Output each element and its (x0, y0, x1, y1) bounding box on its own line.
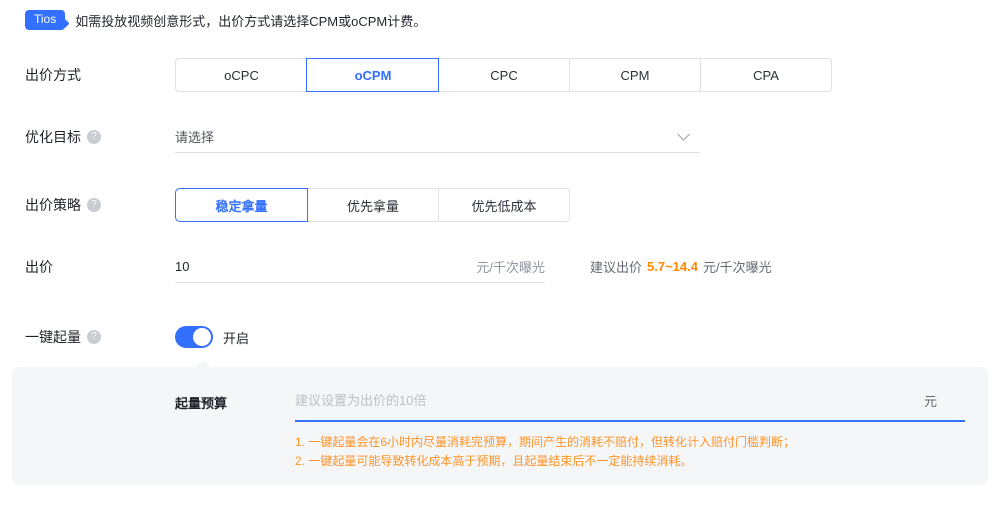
bid-label-text: 出价 (25, 258, 53, 275)
bid-input-field: 元/千次曝光 (175, 250, 545, 283)
suggest-range: 5.7~14.4 (647, 259, 698, 274)
tips-badge: Tios (25, 10, 66, 30)
boost-note-2: 2. 一键起量可能导致转化成本高于预期，且起量结束后不一定能持续消耗。 (295, 454, 693, 468)
tips-text: 如需投放视频创意形式，出价方式请选择CPM或oCPM计费。 (75, 13, 427, 29)
tab-ocpm[interactable]: oCPM (307, 59, 438, 91)
bid-strategy-options: 稳定拿量 优先拿量 优先低成本 (175, 188, 570, 222)
bid-method-label-text: 出价方式 (25, 67, 81, 83)
bid-unit: 元/千次曝光 (476, 259, 545, 275)
tab-cpa[interactable]: CPA (700, 59, 831, 91)
bid-strategy-label: 出价策略 ? (25, 188, 175, 222)
boost-budget-field: 元 (295, 381, 965, 422)
bid-strategy-label-text: 出价策略 (25, 197, 81, 213)
boost-label-text: 一键起量 (25, 329, 81, 345)
suggest-suffix: 元/千次曝光 (702, 260, 772, 275)
row-bid-strategy: 出价策略 ? 稳定拿量 优先拿量 优先低成本 (25, 188, 570, 222)
row-optimize-goal: 优化目标 ? 请选择 (25, 120, 700, 153)
suggest-prefix: 建议出价 (590, 260, 643, 275)
boost-budget-input[interactable] (295, 393, 924, 408)
help-icon[interactable]: ? (87, 330, 101, 344)
help-icon[interactable]: ? (87, 129, 101, 144)
boost-budget-unit: 元 (923, 394, 937, 409)
row-boost: 一键起量 ? 开启 (25, 326, 249, 348)
boost-budget-label: 起量预算 (175, 396, 228, 411)
optimize-goal-label: 优化目标 ? (25, 120, 175, 153)
tab-ocpc[interactable]: oCPC (224, 67, 259, 83)
row-bid: 出价 元/千次曝光 建议出价 5.7~14.4 元/千次曝光 (25, 250, 772, 283)
boost-budget-panel: 起量预算 元 1. 一键起量会在6小时内尽量消耗完预算，期间产生的消耗不赔付，但… (12, 360, 988, 485)
help-icon[interactable]: ? (87, 198, 101, 212)
boost-toggle[interactable] (175, 326, 213, 348)
option-priority-low-cost[interactable]: 优先低成本 (438, 189, 569, 221)
tab-cpc[interactable]: CPC (438, 59, 569, 91)
bid-method-tabs: oCPC oCPM CPC CPM CPA (175, 58, 832, 92)
panel-pointer (195, 360, 211, 367)
tips-banner: Tios 如需投放视频创意形式，出价方式请选择CPM或oCPM计费。 (25, 10, 426, 30)
boost-state: 开启 (223, 330, 250, 346)
optimize-goal-placeholder: 请选择 (175, 129, 215, 145)
row-bid-method: 出价方式 oCPC oCPM CPC CPM CPA (25, 58, 832, 92)
boost-label: 一键起量 ? (25, 327, 175, 347)
chevron-down-icon (677, 127, 690, 141)
tab-cpm[interactable]: CPM (569, 59, 700, 91)
optimize-goal-label-text: 优化目标 (25, 128, 81, 145)
bid-method-label: 出价方式 (25, 58, 175, 92)
option-priority-volume[interactable]: 优先拿量 (307, 189, 438, 221)
bid-suggestion: 建议出价 5.7~14.4 元/千次曝光 (590, 250, 772, 283)
bid-input[interactable] (175, 258, 477, 274)
boost-toggle-knob (193, 328, 211, 346)
option-stable-volume[interactable]: 稳定拿量 (176, 189, 307, 221)
optimize-goal-select[interactable]: 请选择 (175, 120, 700, 153)
boost-budget-notes: 1. 一键起量会在6小时内尽量消耗完预算，期间产生的消耗不赔付，但转化计入赔付门… (295, 433, 795, 471)
bid-label: 出价 (25, 250, 175, 283)
boost-note-1: 1. 一键起量会在6小时内尽量消耗完预算，期间产生的消耗不赔付，但转化计入赔付门… (295, 435, 796, 449)
